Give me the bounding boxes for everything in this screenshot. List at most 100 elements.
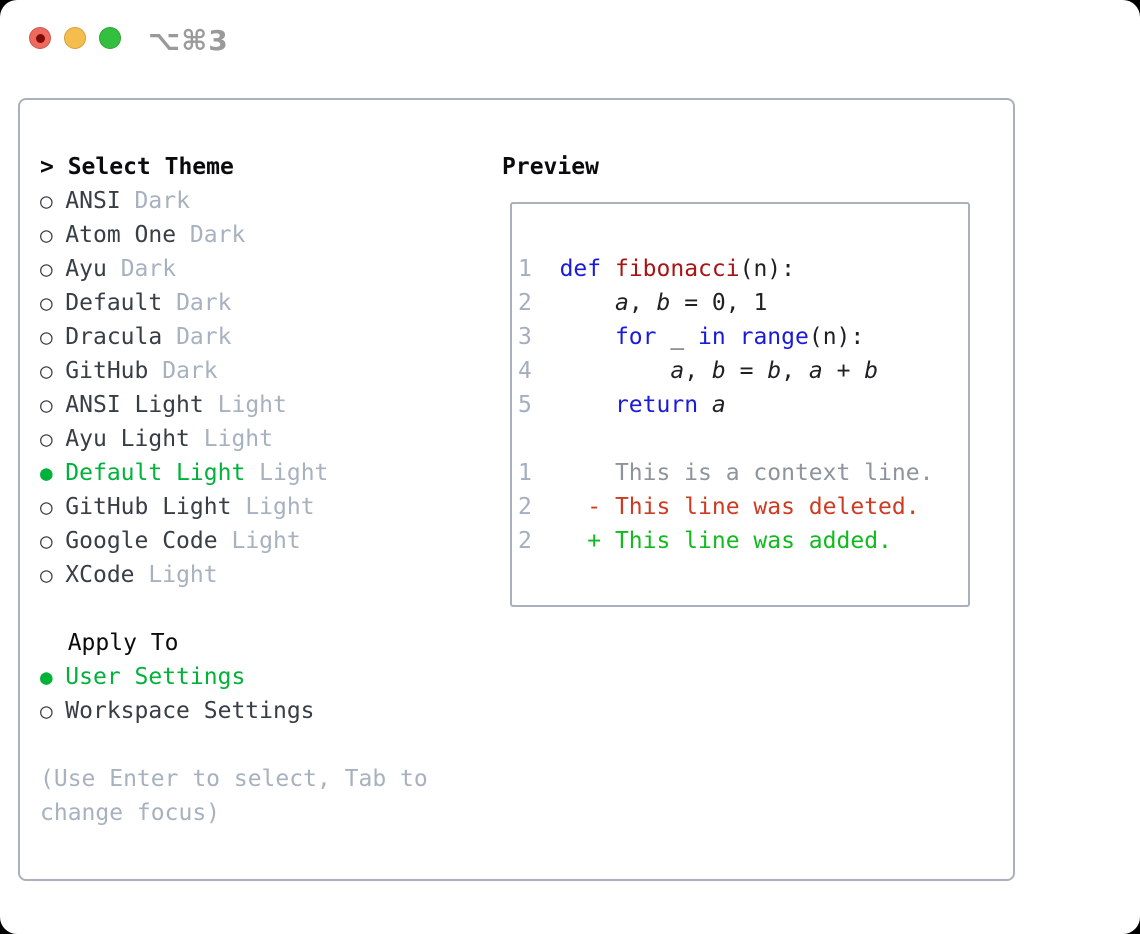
code-token [532, 324, 615, 350]
focus-caret-icon: > [40, 154, 54, 180]
window-title: ⌥⌘3 [148, 24, 229, 57]
variable-token: b [767, 358, 782, 384]
preview-code-line: 2 + This line was added. [518, 524, 968, 558]
line-number: 2 [518, 528, 532, 554]
radio-unselected-icon: ○ [40, 699, 53, 723]
theme-name: XCode [65, 562, 135, 588]
apply-to-label: Workspace Settings [65, 698, 315, 724]
radio-unselected-icon: ○ [40, 223, 53, 247]
apply-to-list: ● User Settings ○ Workspace Settings [40, 660, 482, 728]
theme-variant: Light [148, 562, 218, 588]
preview-code-line: 5 return a [518, 388, 968, 422]
radio-unselected-icon: ○ [40, 393, 53, 417]
theme-variant: Dark [162, 358, 218, 384]
theme-variant: Dark [176, 290, 232, 316]
code-token [601, 256, 615, 282]
apply-to-option[interactable]: ● User Settings [40, 660, 482, 694]
line-number: 5 [518, 392, 532, 418]
code-token [698, 392, 712, 418]
close-button[interactable] [29, 27, 51, 49]
line-number: 2 [518, 290, 532, 316]
theme-option[interactable]: ○Ayu Dark [40, 252, 482, 286]
preview-code-line: 1 def fibonacci(n): [518, 252, 968, 286]
theme-option[interactable]: ○Atom One Dark [40, 218, 482, 252]
theme-name: Default Light [65, 460, 246, 486]
theme-variant: Dark [134, 188, 190, 214]
select-theme-title: Select Theme [67, 154, 234, 180]
theme-option[interactable]: ○GitHub Light Light [40, 490, 482, 524]
function-token: fibonacci [614, 256, 740, 282]
line-number: 3 [518, 324, 532, 350]
theme-name: ANSI Light [65, 392, 204, 418]
theme-name: Atom One [65, 222, 177, 248]
preview-code-line: 2 - This line was deleted. [518, 490, 968, 524]
zoom-button[interactable] [99, 27, 121, 49]
theme-variant: Dark [120, 256, 177, 282]
preview-code-line: 1 This is a context line. [518, 456, 968, 490]
radio-selected-icon: ● [40, 461, 53, 485]
code-token: (n): [739, 256, 795, 282]
theme-variant: Light [231, 528, 301, 554]
variable-token: a [808, 358, 823, 384]
preview-title: Preview [502, 154, 599, 180]
added-token: + This line was added. [587, 528, 892, 554]
radio-selected-icon: ● [40, 665, 53, 689]
keyword-token: in [698, 324, 726, 350]
code-token [726, 324, 740, 350]
theme-option[interactable]: ○GitHub Dark [40, 354, 482, 388]
theme-name: GitHub [65, 358, 149, 384]
variable-token: a [670, 358, 685, 384]
code-token: , [781, 358, 809, 384]
keyword-token: for [614, 324, 657, 350]
theme-name: Google Code [65, 528, 218, 554]
theme-option[interactable]: ○XCode Light [40, 558, 482, 592]
line-number: 4 [518, 358, 532, 384]
radio-unselected-icon: ○ [40, 427, 53, 451]
theme-option[interactable]: ● Default Light Light [40, 456, 482, 490]
theme-variant: Light [259, 460, 329, 486]
line-number: 1 [518, 256, 532, 282]
theme-option[interactable]: ○ ANSI Light Light [40, 388, 482, 422]
code-token: , [684, 358, 712, 384]
code-token [532, 528, 587, 554]
deleted-token: - This line was deleted. [587, 494, 920, 520]
context-token: This is a context line. [531, 460, 934, 486]
preview-code-line: 2 a, b = 0, 1 [518, 286, 968, 320]
code-token: + [822, 358, 865, 384]
radio-unselected-icon: ○ [40, 291, 53, 315]
code-token: = 0, 1 [670, 290, 768, 316]
theme-option[interactable]: ○ANSI Dark [40, 184, 482, 218]
theme-option[interactable]: ○Ayu Light Light [40, 422, 482, 456]
theme-name: Dracula [65, 324, 163, 350]
hint-text: (Use Enter to select, Tab to change focu… [40, 766, 428, 826]
keyword-token: range [739, 324, 809, 350]
theme-option[interactable]: ○Default Dark [40, 286, 482, 320]
theme-variant: Dark [176, 324, 232, 350]
theme-picker-panel: >Select Theme ○ANSI Dark○Atom One Dark○A… [18, 98, 1015, 881]
theme-option[interactable]: ○Dracula Dark [40, 320, 482, 354]
theme-option[interactable]: ○ Google Code Light [40, 524, 482, 558]
code-token [532, 256, 560, 282]
theme-list: ○ANSI Dark○Atom One Dark○Ayu Dark○Defaul… [40, 184, 482, 592]
radio-unselected-icon: ○ [40, 529, 53, 553]
apply-to-label: User Settings [65, 664, 246, 690]
keyword-token: return [614, 392, 699, 418]
apply-to-title: Apply To [67, 630, 179, 656]
radio-unselected-icon: ○ [40, 495, 53, 519]
code-token [532, 358, 670, 384]
apply-to-option[interactable]: ○ Workspace Settings [40, 694, 482, 728]
line-number: 1 [518, 460, 532, 486]
code-token: = [725, 358, 768, 384]
theme-list-section: >Select Theme ○ANSI Dark○Atom One Dark○A… [20, 150, 482, 879]
theme-variant: Light [217, 392, 287, 418]
apply-to-header: Apply To [40, 626, 482, 660]
variable-token: b [656, 290, 671, 316]
minimize-button[interactable] [64, 27, 86, 49]
code-token [532, 494, 587, 520]
gap [40, 592, 482, 626]
code-token: _ [656, 324, 699, 350]
preview-code-line: 3 for _ in range(n): [518, 320, 968, 354]
